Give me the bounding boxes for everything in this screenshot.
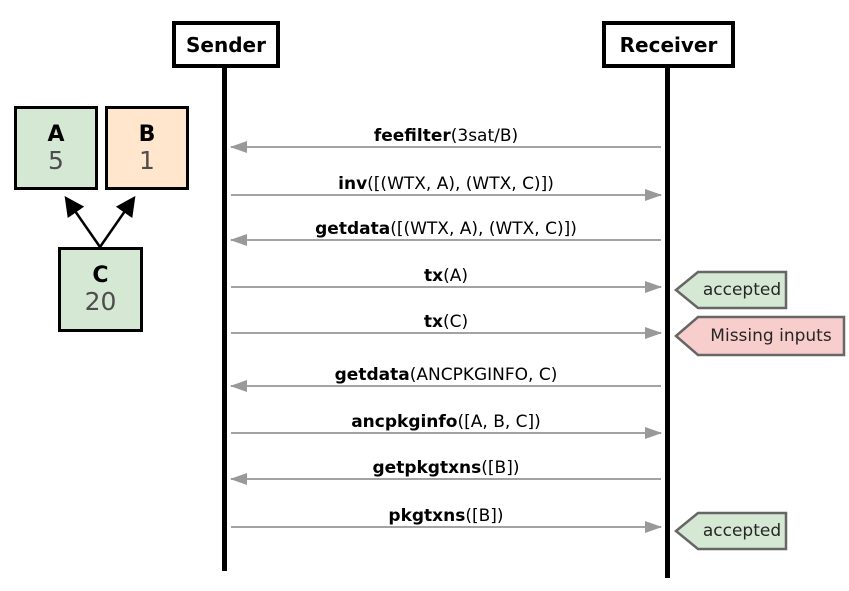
message-label: getdata(ANCPKGINFO, C)	[231, 366, 661, 385]
message-arrow-left	[230, 473, 661, 485]
message-tx-a: tx(A)	[231, 263, 662, 293]
message-pkgtxns: pkgtxns([B])	[231, 503, 662, 533]
tx-node-label: A	[47, 121, 65, 147]
message-args: (A)	[443, 266, 468, 287]
message-method: pkgtxns	[388, 506, 466, 527]
badge-accepted-pkgtxns: accepted	[674, 511, 788, 551]
message-args: (C)	[442, 312, 469, 333]
message-method: getpkgtxns	[372, 458, 482, 479]
message-args: ([(WTX, A), (WTX, C)])	[390, 219, 577, 240]
message-args: ([A, B, C])	[457, 412, 541, 433]
badge-accepted-tx-a: accepted	[674, 270, 788, 310]
message-getdata-ancpkginfo: getdata(ANCPKGINFO, C)	[230, 362, 661, 392]
tx-node-label: C	[92, 263, 109, 289]
message-method: getdata	[315, 219, 391, 240]
message-args: (ANCPKGINFO, C)	[409, 365, 558, 386]
message-label: pkgtxns([B])	[231, 507, 661, 526]
message-arrow-right	[231, 189, 662, 201]
message-args: ([B])	[481, 458, 520, 479]
tx-node-value: 5	[48, 145, 64, 175]
badge-label: Missing inputs	[710, 326, 832, 346]
tx-node-c: C 20	[58, 247, 143, 332]
tx-node-a: A 5	[14, 106, 98, 190]
sender-actor-box: Sender	[172, 21, 280, 68]
message-method: ancpkginfo	[351, 412, 458, 433]
message-arrow-right	[231, 427, 662, 439]
message-label: getdata([(WTX, A), (WTX, C)])	[231, 220, 661, 239]
message-feefilter: feefilter(3sat/B)	[230, 123, 661, 153]
edge-c-to-a	[64, 195, 102, 248]
message-label: ancpkginfo([A, B, C])	[231, 413, 661, 432]
message-args: ([(WTX, A), (WTX, C)])	[367, 174, 554, 195]
message-tx-c: tx(C)	[231, 309, 662, 339]
badge-tag-shape	[674, 270, 788, 310]
message-label: getpkgtxns([B])	[231, 459, 661, 478]
message-method: feefilter	[373, 126, 451, 147]
tx-node-value: 1	[139, 145, 155, 175]
receiver-actor-box: Receiver	[602, 21, 735, 68]
message-arrow-right	[231, 521, 662, 533]
badge-tag-shape	[674, 511, 788, 551]
badge-tag-shape	[674, 315, 846, 357]
message-label: tx(A)	[231, 267, 661, 286]
message-arrow-right	[231, 327, 662, 339]
message-arrow-left	[230, 380, 661, 392]
tx-node-b: B 1	[105, 106, 189, 190]
message-arrow-left	[230, 141, 661, 153]
message-method: tx	[423, 312, 443, 333]
message-getpkgtxns: getpkgtxns([B])	[230, 455, 661, 485]
message-method: inv	[338, 174, 368, 195]
message-inv: inv([(WTX, A), (WTX, C)])	[231, 171, 662, 201]
badge-label: accepted	[702, 521, 782, 541]
receiver-lifeline	[665, 66, 670, 578]
message-label: inv([(WTX, A), (WTX, C)])	[231, 175, 661, 194]
edge-c-to-b	[98, 195, 136, 248]
message-ancpkginfo: ancpkginfo([A, B, C])	[231, 409, 662, 439]
badge-missing-inputs: Missing inputs	[674, 315, 846, 357]
sender-label: Sender	[186, 32, 266, 57]
message-getdata-wtx: getdata([(WTX, A), (WTX, C)])	[230, 216, 661, 246]
message-arrow-left	[230, 234, 661, 246]
message-method: getdata	[334, 365, 410, 386]
message-args: (3sat/B)	[450, 126, 519, 147]
message-args: ([B])	[465, 506, 504, 527]
sender-lifeline	[222, 66, 227, 571]
tx-node-label: B	[138, 121, 156, 147]
receiver-label: Receiver	[619, 32, 718, 57]
message-label: tx(C)	[231, 313, 661, 332]
tx-node-value: 20	[84, 287, 117, 317]
message-arrow-right	[231, 281, 662, 293]
message-label: feefilter(3sat/B)	[231, 127, 661, 146]
message-method: tx	[424, 266, 444, 287]
badge-label: accepted	[702, 280, 782, 300]
